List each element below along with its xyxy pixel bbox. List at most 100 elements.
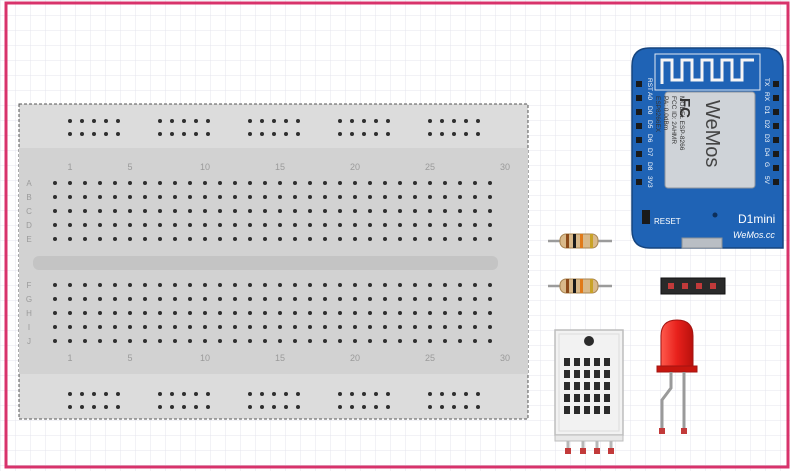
breadboard-hole xyxy=(173,195,177,199)
rail-hole xyxy=(92,119,96,123)
d1-mini-board[interactable]: WeMos MODEL ESP-8266 FCC ID: 2AHMR PA: 0… xyxy=(631,47,784,249)
rail-hole xyxy=(104,119,108,123)
breadboard-hole xyxy=(383,283,387,287)
breadboard-hole xyxy=(233,237,237,241)
rail-hole xyxy=(428,119,432,123)
breadboard-hole xyxy=(83,297,87,301)
breadboard-hole xyxy=(458,297,462,301)
resistor-1[interactable] xyxy=(548,233,612,249)
breadboard-hole xyxy=(143,325,147,329)
breadboard-hole xyxy=(413,339,417,343)
breadboard-hole xyxy=(338,339,342,343)
breadboard-hole xyxy=(158,283,162,287)
breadboard-hole xyxy=(68,195,72,199)
rail-hole xyxy=(452,119,456,123)
breadboard-hole xyxy=(173,311,177,315)
breadboard-hole xyxy=(173,209,177,213)
breadboard-hole xyxy=(368,311,372,315)
breadboard-hole xyxy=(323,325,327,329)
sensor-vent xyxy=(594,358,600,366)
red-led[interactable] xyxy=(656,319,698,434)
breadboard-hole xyxy=(443,297,447,301)
rail-hole xyxy=(248,119,252,123)
breadboard-hole xyxy=(458,209,462,213)
breadboard-hole xyxy=(248,181,252,185)
pin-header-4[interactable] xyxy=(660,277,726,295)
breadboard-hole xyxy=(143,339,147,343)
pin-label-left: D7 xyxy=(646,148,653,157)
breadboard-hole xyxy=(368,237,372,241)
reset-button-icon[interactable] xyxy=(642,210,650,224)
breadboard-hole xyxy=(368,283,372,287)
breadboard-hole xyxy=(413,237,417,241)
breadboard-hole xyxy=(68,311,72,315)
breadboard-hole xyxy=(353,181,357,185)
breadboard-hole xyxy=(323,297,327,301)
breadboard-hole xyxy=(308,311,312,315)
sensor-vent xyxy=(604,358,610,366)
breadboard-hole xyxy=(68,223,72,227)
rail-hole xyxy=(476,119,480,123)
module-line-3: PA: 0.0dBm xyxy=(662,96,669,130)
breadboard-hole xyxy=(98,237,102,241)
breadboard-hole xyxy=(398,339,402,343)
breadboard-hole xyxy=(428,311,432,315)
breadboard-hole xyxy=(278,237,282,241)
rail-hole xyxy=(170,119,174,123)
breadboard-hole xyxy=(158,181,162,185)
breadboard-hole xyxy=(383,181,387,185)
breadboard-hole xyxy=(203,325,207,329)
sensor-vent xyxy=(574,370,580,378)
resistor-2[interactable] xyxy=(548,278,612,294)
breadboard-hole xyxy=(278,297,282,301)
breadboard-hole xyxy=(263,237,267,241)
breadboard-hole xyxy=(323,223,327,227)
breadboard-hole xyxy=(443,325,447,329)
breadboard-hole xyxy=(338,181,342,185)
breadboard-hole xyxy=(323,181,327,185)
breadboard-hole xyxy=(338,209,342,213)
breadboard-hole xyxy=(368,223,372,227)
pin-hole xyxy=(636,95,642,101)
breadboard-hole xyxy=(473,339,477,343)
breadboard-hole xyxy=(278,325,282,329)
breadboard-hole xyxy=(188,283,192,287)
column-number: 5 xyxy=(127,353,132,363)
row-label: I xyxy=(28,323,30,332)
breadboard-hole xyxy=(353,237,357,241)
breadboard-hole xyxy=(188,325,192,329)
breadboard-hole xyxy=(173,325,177,329)
pin-label-right: 5V xyxy=(763,176,770,185)
pin-label-left: D6 xyxy=(646,134,653,143)
breadboard-hole xyxy=(488,195,492,199)
breadboard-hole xyxy=(98,209,102,213)
dht-sensor[interactable] xyxy=(554,329,624,454)
sensor-vent xyxy=(604,406,610,414)
breadboard-hole xyxy=(293,283,297,287)
pin-label-right: D3 xyxy=(763,134,770,143)
breadboard-hole xyxy=(233,283,237,287)
pin-hole xyxy=(636,165,642,171)
sensor-vent xyxy=(604,370,610,378)
breadboard-hole xyxy=(443,209,447,213)
column-number: 15 xyxy=(275,162,285,172)
board-brand: WeMos.cc xyxy=(733,230,775,240)
breadboard-hole xyxy=(53,223,57,227)
breadboard-hole xyxy=(368,297,372,301)
breadboard-hole xyxy=(323,209,327,213)
rail-hole xyxy=(440,405,444,409)
row-label: F xyxy=(27,281,32,290)
rail-hole xyxy=(464,405,468,409)
breadboard-hole xyxy=(98,339,102,343)
breadboard-hole xyxy=(413,181,417,185)
sensor-vent xyxy=(584,358,590,366)
breadboard-hole xyxy=(53,195,57,199)
pin-label-right: RX xyxy=(763,92,770,102)
breadboard-hole xyxy=(353,195,357,199)
breadboard-hole xyxy=(278,223,282,227)
breadboard-hole xyxy=(473,195,477,199)
breadboard-hole xyxy=(113,283,117,287)
